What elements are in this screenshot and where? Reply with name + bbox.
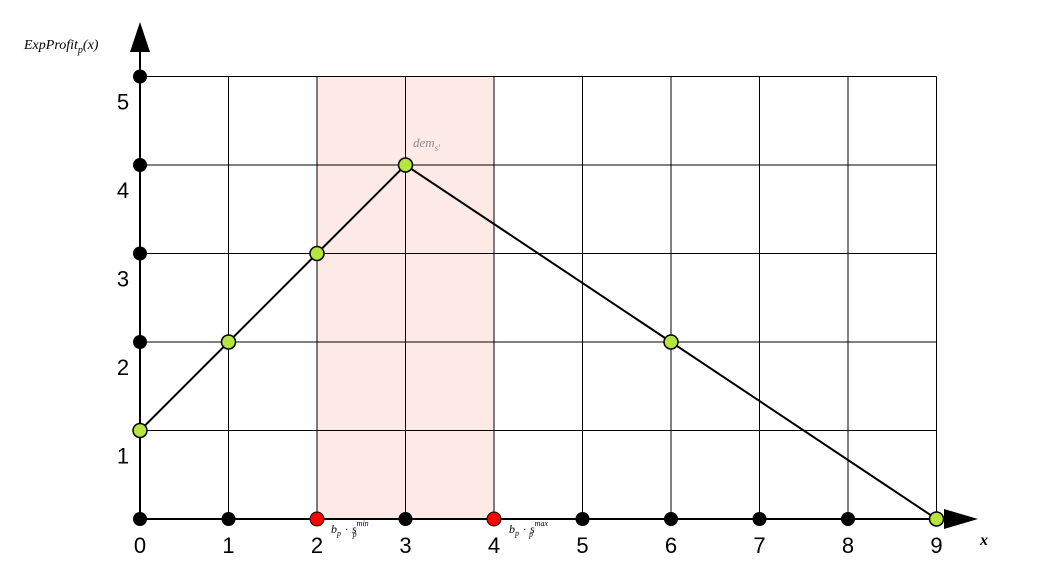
x-axis-marker (664, 512, 678, 526)
x-tick-label: 9 (930, 533, 942, 558)
axis-markers (132, 69, 945, 527)
y-tick-label: 3 (117, 267, 129, 292)
x-axis-marker (221, 512, 236, 526)
y-axis-marker (133, 335, 147, 349)
x-tick-label: 7 (753, 533, 765, 558)
grid-lines (140, 76, 937, 519)
data-point (397, 157, 414, 173)
x-tick-label: 5 (576, 533, 588, 558)
y-tick-label: 4 (117, 178, 129, 203)
x-tick-label: 3 (399, 533, 411, 558)
series-line (139, 163, 938, 520)
y-axis-label: ExpProfitp(x) (23, 38, 99, 56)
x-tick-label: 6 (665, 533, 677, 558)
x-axis-red-marker (486, 511, 502, 527)
x-tick-label: 0 (134, 533, 146, 558)
series-polyline (139, 163, 938, 520)
x-axis-marker (398, 512, 413, 526)
y-axis-marker (133, 69, 147, 84)
x-axis-marker (752, 512, 767, 526)
y-tick-label: 2 (117, 355, 129, 380)
data-point (928, 511, 945, 527)
y-tick-label: 5 (117, 90, 129, 115)
y-axis-arrow (130, 22, 150, 52)
data-point (132, 422, 148, 439)
data-point (309, 245, 325, 262)
x-tick-label: 4 (488, 533, 500, 558)
data-point (663, 334, 679, 350)
x-tick-label: 1 (222, 533, 234, 558)
x-axis-marker (841, 512, 855, 526)
x-axis-marker (575, 512, 590, 526)
y-tick-label: 1 (117, 444, 129, 469)
x-tick-label: 8 (842, 533, 854, 558)
y-axis-marker (133, 246, 147, 261)
data-point (220, 334, 237, 350)
tick-labels: 0 1 2 3 4 5 6 7 8 9 1 2 3 4 5 (117, 90, 943, 559)
peak-annotation: dems' (413, 135, 441, 153)
x-axis-marker (133, 512, 147, 526)
x-tick-label: 2 (311, 533, 323, 558)
axes (130, 22, 978, 529)
x-axis-red-marker (309, 511, 325, 527)
x-axis-label: x (979, 532, 988, 549)
x-axis-arrow (944, 509, 978, 529)
y-axis-marker (133, 158, 147, 172)
